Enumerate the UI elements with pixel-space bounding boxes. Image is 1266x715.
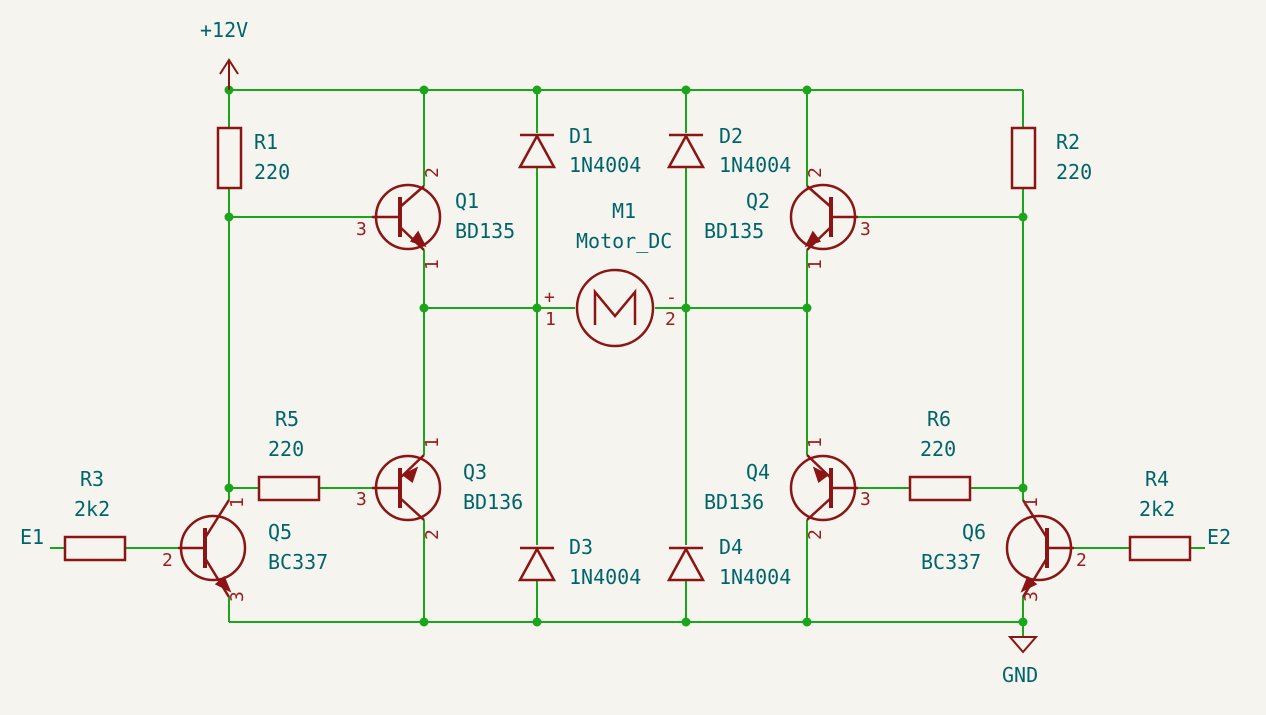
m1-pin1: 1 [545, 309, 556, 330]
resistor-r5 [257, 475, 321, 502]
r6-value: 220 [920, 437, 956, 461]
resistor-r4 [1128, 535, 1192, 562]
d1-value: 1N4004 [569, 153, 641, 177]
resistors [63, 126, 1192, 562]
q3-ref: Q3 [463, 460, 487, 484]
q2-pin3: 3 [860, 219, 871, 240]
r2-value: 220 [1056, 160, 1092, 184]
wires [50, 60, 1205, 637]
q5-ref: Q5 [268, 520, 292, 544]
transistor-q3 [372, 454, 442, 522]
resistor-r3 [63, 535, 127, 562]
diode-d2 [666, 133, 706, 169]
transistor-q1 [372, 183, 442, 251]
r6-ref: R6 [927, 407, 951, 431]
q1-pin2: 2 [422, 167, 443, 178]
m1-pin2: 2 [665, 309, 676, 330]
transistor-q6 [1005, 499, 1074, 598]
q2-pin1: 1 [805, 259, 826, 270]
vcc-label: +12V [200, 18, 248, 42]
r4-value: 2k2 [1139, 497, 1175, 521]
d4-value: 1N4004 [719, 565, 791, 589]
q4-ref: Q4 [746, 460, 770, 484]
d4-ref: D4 [719, 535, 743, 559]
m1-value: Motor_DC [576, 229, 672, 253]
q3-value: BD136 [463, 490, 523, 514]
d2-ref: D2 [719, 124, 743, 148]
input-e2-label: E2 [1207, 525, 1231, 549]
d3-ref: D3 [569, 535, 593, 559]
transistor-q4 [789, 454, 858, 522]
q6-pin3: 3 [1021, 591, 1042, 602]
r1-ref: R1 [254, 130, 278, 154]
vcc-symbol [219, 58, 239, 90]
q2-ref: Q2 [746, 189, 770, 213]
input-e1-label: E1 [20, 525, 44, 549]
q6-value: BC337 [921, 550, 981, 574]
r1-value: 220 [254, 160, 290, 184]
q3-pin1: 1 [422, 437, 443, 448]
q5-value: BC337 [268, 550, 328, 574]
r2-ref: R2 [1056, 130, 1080, 154]
q4-pin2: 2 [805, 529, 826, 540]
q4-pin3: 3 [860, 489, 871, 510]
q1-value: BD135 [455, 219, 515, 243]
diode-d3 [517, 546, 557, 582]
m1-ref: M1 [612, 199, 636, 223]
resistor-r2 [1010, 126, 1037, 190]
q4-value: BD136 [704, 490, 764, 514]
diodes [517, 133, 706, 582]
q5-pin1: 1 [227, 497, 248, 508]
d3-value: 1N4004 [569, 565, 641, 589]
r3-ref: R3 [80, 467, 104, 491]
q3-pin3: 3 [356, 489, 367, 510]
q3-pin2: 2 [422, 529, 443, 540]
transistor-q2 [789, 183, 858, 251]
gnd-symbol [1007, 636, 1039, 654]
d1-ref: D1 [569, 124, 593, 148]
r3-value: 2k2 [74, 497, 110, 521]
q2-value: BD135 [704, 219, 764, 243]
diode-d1 [517, 133, 557, 169]
r5-value: 220 [268, 437, 304, 461]
q5-pin2: 2 [162, 550, 173, 571]
q6-ref: Q6 [962, 520, 986, 544]
d2-value: 1N4004 [719, 153, 791, 177]
transistor-q5 [178, 499, 247, 598]
m1-minus: - [666, 287, 677, 308]
q4-pin1: 1 [805, 437, 826, 448]
q1-pin1: 1 [422, 259, 443, 270]
r5-ref: R5 [275, 407, 299, 431]
q6-pin1: 1 [1021, 497, 1042, 508]
resistor-r1 [216, 126, 243, 190]
transistors [178, 183, 1074, 598]
q1-pin3: 3 [356, 219, 367, 240]
q1-ref: Q1 [455, 189, 479, 213]
m1-plus: + [544, 287, 555, 308]
gnd-label: GND [1002, 663, 1038, 687]
q6-pin2: 2 [1076, 550, 1087, 571]
resistor-r6 [908, 475, 972, 502]
motor-m1 [575, 268, 655, 348]
r4-ref: R4 [1145, 467, 1169, 491]
q5-pin3: 3 [227, 591, 248, 602]
q2-pin2: 2 [805, 167, 826, 178]
junction-dots [224, 85, 1028, 627]
diode-d4 [666, 546, 706, 582]
